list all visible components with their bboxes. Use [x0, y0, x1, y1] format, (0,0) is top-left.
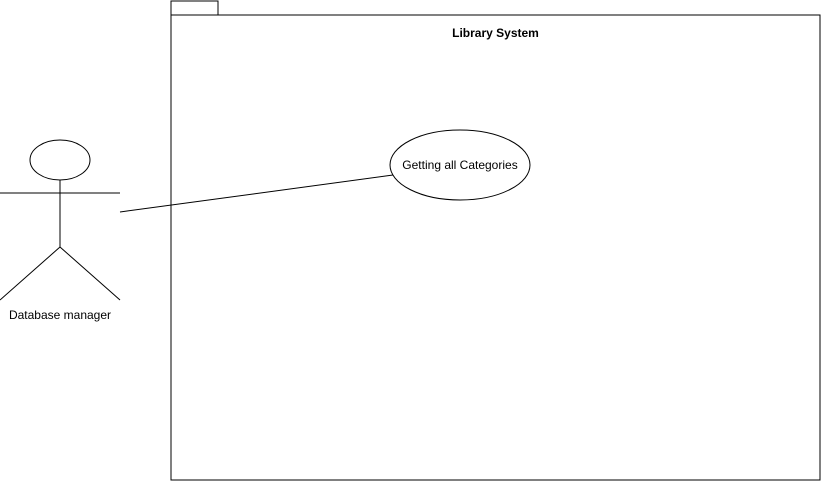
actor-head	[29, 139, 91, 181]
system-boundary-tab	[170, 0, 219, 16]
actor-label: Database manager	[8, 308, 112, 322]
actor-figure	[0, 139, 121, 301]
actor-right-leg	[59, 246, 121, 301]
actor-left-leg	[0, 246, 61, 301]
association-line	[119, 174, 394, 213]
system-title: Library System	[452, 26, 539, 40]
use-case-ellipse	[389, 129, 531, 201]
system-boundary	[170, 14, 821, 481]
use-case-label: Getting all Categories	[402, 158, 518, 172]
